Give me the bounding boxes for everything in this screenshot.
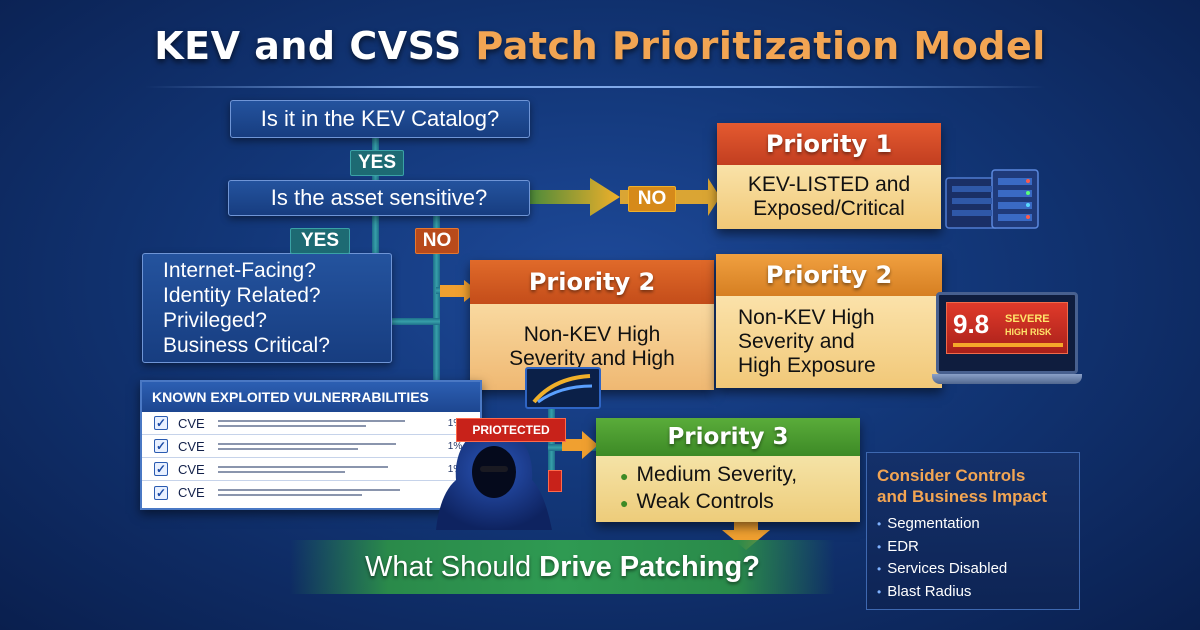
- priority-3-body: ●Medium Severity, ●Weak Controls: [596, 456, 860, 522]
- page-title: KEV and CVSS Patch Prioritization Model: [0, 24, 1200, 68]
- criteria-privileged: Privileged?: [163, 309, 267, 332]
- severity-label: SEVERE: [1005, 313, 1050, 325]
- risk-label: HIGH RISK: [1005, 327, 1052, 337]
- tag-no-kev: NO: [628, 186, 676, 212]
- kev-row-text: [218, 489, 430, 496]
- title-accent: Patch Prioritization Model: [475, 24, 1046, 68]
- priority-2-right-label: Priority 2: [716, 254, 942, 296]
- lock-icon: [548, 470, 562, 492]
- connector-asset-to-criteria: [372, 214, 379, 254]
- tag-no-asset: NO: [415, 228, 459, 254]
- priority-2-left-line-2: Severity and High: [509, 347, 675, 370]
- consider-panel: Consider Controls and Business Impact Se…: [866, 452, 1080, 610]
- kev-row-label: CVE: [178, 485, 205, 500]
- protected-badge: PRIOTECTED: [456, 418, 566, 442]
- table-row: ✓ CVE 1%: [142, 458, 480, 481]
- priority-2-right-line-3: High Exposure: [738, 354, 876, 377]
- priority-1-body: KEV-LISTED and Exposed/Critical: [717, 165, 941, 229]
- severity-score-panel: 9.8 SEVERE HIGH RISK: [946, 302, 1068, 354]
- priority-3-line-1: ●Medium Severity,: [620, 463, 798, 486]
- arrow-to-priority-1: [530, 178, 720, 216]
- table-row: ✓ CVE 1%: [142, 412, 480, 435]
- table-row: ✓ CVE 1%: [142, 435, 480, 458]
- kev-row-text: [218, 465, 430, 473]
- kev-row-label: CVE: [178, 461, 205, 477]
- title-main: KEV and CVSS: [154, 24, 462, 68]
- table-row: ✓ CVE 1%: [142, 481, 480, 504]
- list-item: Blast Radius: [877, 581, 1079, 604]
- arrow-down-to-banner: [722, 520, 770, 550]
- laptop-icon: 9.8 SEVERE HIGH RISK: [932, 292, 1082, 388]
- question-kev-catalog-text: Is it in the KEV Catalog?: [260, 106, 500, 131]
- question-asset-sensitive: Is the asset sensitive?: [228, 180, 530, 216]
- checkbox-icon: ✓: [154, 485, 168, 500]
- priority-2-right-line-2: Severity and: [738, 330, 855, 353]
- priority-2-left-line-1: Non-KEV High: [523, 323, 661, 346]
- consider-list: Segmentation EDR Services Disabled Blast…: [867, 507, 1079, 603]
- connector-criteria-to-branch: [390, 318, 440, 325]
- tag-yes-asset: YES: [290, 228, 350, 254]
- tag-yes-kev: YES: [350, 150, 404, 176]
- priority-2-right-body: Non-KEV High Severity and High Exposure: [716, 296, 942, 388]
- hacker-icon: [436, 428, 552, 530]
- kev-table-heading: KNOWN EXPLOITED VULNERRABILITIES: [142, 382, 480, 412]
- priority-3-label: Priority 3: [596, 418, 860, 456]
- priority-1-line-1: KEV-LISTED and: [747, 173, 911, 196]
- priority-2-left-label: Priority 2: [470, 260, 714, 304]
- question-asset-sensitive-text: Is the asset sensitive?: [270, 185, 488, 210]
- consider-title: Consider Controls and Business Impact: [867, 453, 1079, 507]
- arrow-to-priority-3: [562, 431, 598, 459]
- priority-1-label: Priority 1: [717, 123, 941, 165]
- checkbox-icon: ✓: [154, 439, 168, 453]
- kev-row-value: 1%: [447, 417, 463, 429]
- question-kev-catalog: Is it in the KEV Catalog?: [230, 100, 530, 138]
- criteria-internet-facing: Internet-Facing?: [163, 259, 316, 282]
- list-item: EDR: [877, 536, 1079, 559]
- banner-emphasis: Drive Patching?: [539, 551, 760, 583]
- priority-1-line-2: Exposed/Critical: [753, 197, 905, 220]
- list-item: Services Disabled: [877, 558, 1079, 581]
- checkbox-icon: ✓: [154, 462, 168, 476]
- kev-row-text: [218, 442, 430, 450]
- monitor-icon: [525, 367, 601, 409]
- list-item: Segmentation: [877, 513, 1079, 536]
- criteria-business-critical: Business Critical?: [163, 334, 330, 357]
- consider-title-line-2: and Business Impact: [877, 487, 1048, 506]
- arrow-to-priority-2: [440, 280, 478, 302]
- priority-2-right-line-1: Non-KEV High: [738, 306, 875, 329]
- kev-row-label: CVE: [178, 438, 205, 454]
- severity-score: 9.8: [953, 309, 990, 339]
- drive-patching-banner: What Should Drive Patching?: [290, 540, 835, 594]
- kev-table: KNOWN EXPLOITED VULNERRABILITIES ✓ CVE 1…: [140, 380, 482, 510]
- priority-3-card: Priority 3 ●Medium Severity, ●Weak Contr…: [596, 418, 860, 522]
- server-rack-icon: [945, 169, 1039, 229]
- title-divider: [145, 86, 1045, 88]
- criteria-box: Internet-Facing? Identity Related? Privi…: [142, 253, 392, 363]
- criteria-identity-related: Identity Related?: [163, 284, 321, 307]
- kev-row-text: [218, 419, 430, 427]
- kev-row-label: CVE: [178, 415, 205, 431]
- kev-row-value: 1%: [447, 463, 463, 475]
- checkbox-icon: ✓: [154, 416, 168, 430]
- kev-row-value: 1%: [447, 440, 463, 452]
- consider-title-line-1: Consider Controls: [877, 466, 1026, 485]
- priority-1-card: Priority 1 KEV-LISTED and Exposed/Critic…: [717, 123, 941, 229]
- priority-3-line-2: ●Weak Controls: [620, 490, 774, 513]
- connector-no-branch: [433, 214, 440, 380]
- banner-prefix: What Should: [365, 551, 540, 583]
- priority-2-card-right: Priority 2 Non-KEV High Severity and Hig…: [716, 254, 942, 388]
